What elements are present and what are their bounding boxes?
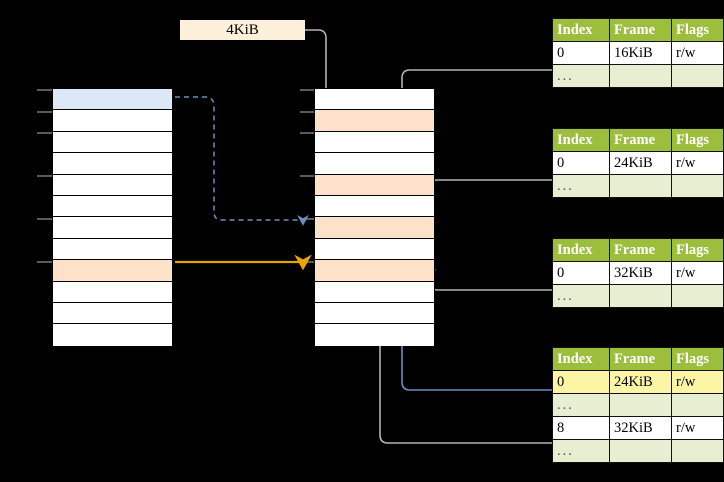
physical-cell-11 [315,324,434,346]
cell-frame: 24KiB [609,151,672,175]
cell-frame [609,174,672,198]
virtual-cell-11 [53,324,172,346]
virtual-cell-7 [53,238,172,261]
virtual-cell-2 [53,131,172,154]
column-header-index: Index [552,18,610,42]
physical-cell-4 [315,174,434,196]
column-header-flags: Flags [671,128,724,152]
virtual-cell-9 [53,281,172,303]
physical-memory-column [314,88,435,346]
table-row: ... [552,284,724,308]
cell-frame: 32KiB [609,416,672,440]
virtual-cell-0 [53,89,172,111]
cell-flags: r/w [671,370,724,394]
wire-table2-to-frame [423,179,552,227]
physical-cell-3 [315,153,434,175]
column-header-frame: Frame [609,347,672,371]
virtual-cell-8 [53,260,172,282]
cell-index: 0 [552,41,610,65]
cell-index: ... [552,174,610,198]
cell-frame [609,393,672,417]
cell-index: 0 [552,151,610,175]
column-header-frame: Frame [609,128,672,152]
cell-index: ... [552,393,610,417]
cell-index: 8 [552,416,610,440]
column-header-index: Index [552,238,610,262]
column-header-flags: Flags [671,18,724,42]
cell-flags [671,393,724,417]
cell-index: 0 [552,370,610,394]
column-header-index: Index [552,347,610,371]
table-row: ... [552,393,724,417]
physical-cell-5 [315,195,434,218]
table-row: ... [552,439,724,463]
cell-frame: 32KiB [609,261,672,285]
cell-frame: 16KiB [609,41,672,65]
physical-cell-7 [315,238,434,261]
virtual-cell-1 [53,110,172,132]
table-row: ... [552,64,724,88]
physical-cell-6 [315,217,434,239]
virtual-address-column [52,88,173,346]
cell-flags [671,174,724,198]
cell-flags [671,284,724,308]
cell-index: 0 [552,261,610,285]
cell-frame: 24KiB [609,370,672,394]
cell-index: ... [552,284,610,308]
physical-column-ticks [300,89,315,263]
cell-flags [671,64,724,88]
cell-flags: r/w [671,41,724,65]
cell-frame [609,439,672,463]
cell-frame [609,64,672,88]
virtual-column-ticks [37,89,52,263]
physical-cell-9 [315,281,434,303]
virtual-cell-6 [53,217,172,239]
wire-table1-to-frame [395,69,552,184]
cell-flags [671,439,724,463]
virtual-cell-3 [53,153,172,175]
cell-flags: r/w [671,151,724,175]
column-header-flags: Flags [671,238,724,262]
wire-table4-row0-to-frame [396,221,552,391]
wire-label-to-frame [305,29,332,120]
physical-cell-1 [315,110,434,132]
column-header-flags: Flags [671,347,724,371]
virtual-cell-5 [53,195,172,218]
table-row: ... [552,174,724,198]
physical-cell-8 [315,260,434,282]
wire-virtual-dashed [175,96,309,226]
cell-flags: r/w [671,416,724,440]
cell-index: ... [552,64,610,88]
physical-cell-2 [315,131,434,154]
cell-frame [609,284,672,308]
cell-flags: r/w [671,261,724,285]
frame-size-label: 4KiB [180,20,305,40]
physical-cell-10 [315,302,434,325]
virtual-cell-10 [53,302,172,325]
physical-cell-0 [315,89,434,111]
virtual-cell-4 [53,174,172,196]
wire-table4-row8-to-frame [374,263,552,444]
wire-table3-to-frame [424,263,552,291]
column-header-frame: Frame [609,18,672,42]
cell-index: ... [552,439,610,463]
column-header-index: Index [552,128,610,152]
column-header-frame: Frame [609,238,672,262]
